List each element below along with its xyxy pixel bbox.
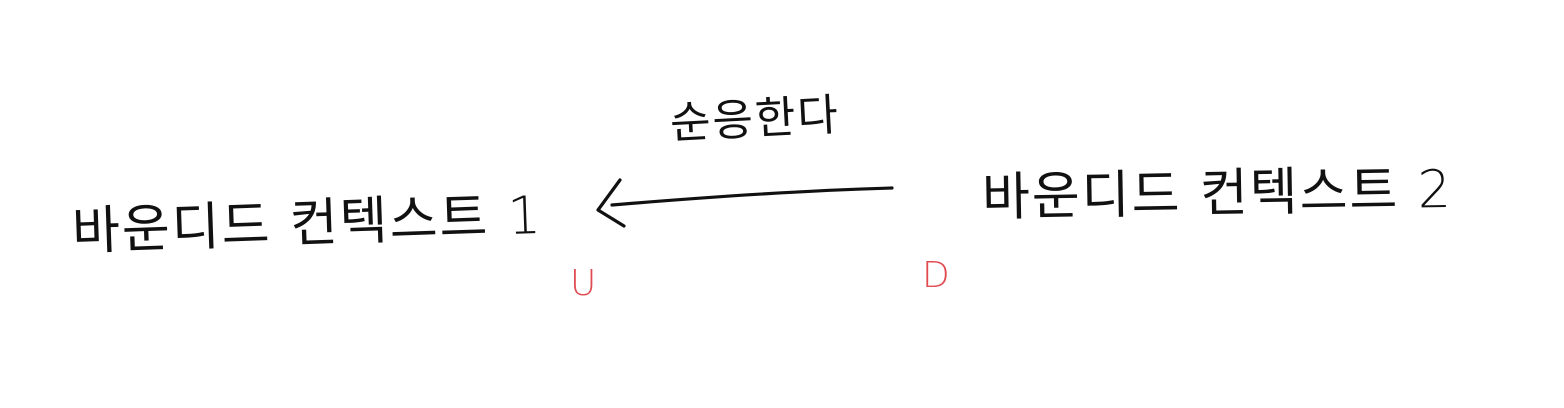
arrow-shaft (610, 186, 894, 207)
upstream-marker: U (570, 263, 599, 304)
relationship-label: 순응한다 (668, 89, 842, 150)
arrow-head (596, 178, 626, 228)
downstream-marker: D (922, 255, 952, 296)
bounded-context-2-label: 바운디드 컨텍스트 2 (981, 159, 1454, 229)
bounded-context-1-label: 바운디드 컨텍스트 1 (71, 185, 544, 263)
